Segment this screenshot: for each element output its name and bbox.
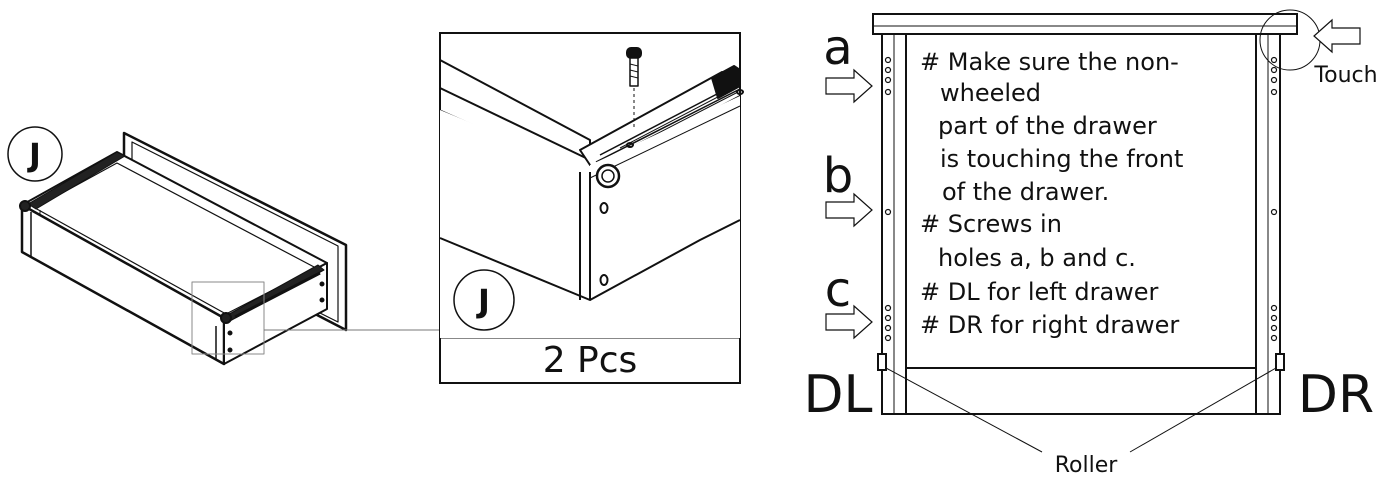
note-line: is touching the front (940, 145, 1183, 173)
note-line: of the drawer. (942, 178, 1109, 206)
part-label-detail: J (476, 282, 490, 320)
note-line: holes a, b and c. (938, 244, 1136, 272)
front-view (872, 9, 1321, 453)
drawer-isometric-view (19, 131, 440, 366)
arrows (825, 18, 1361, 340)
part-label-left: J (27, 136, 41, 174)
instruction-notes: # Make sure the non- wheeled part of the… (920, 48, 1183, 339)
part-j-marker-detail: J (453, 269, 515, 331)
arrow-c (825, 304, 873, 340)
arrow-b (825, 192, 873, 228)
note-line: # DR for right drawer (920, 311, 1179, 339)
note-line: wheeled (940, 79, 1041, 107)
right-drawer-tag: DR (1298, 365, 1374, 425)
arrow-a (825, 68, 873, 104)
roller-label: Roller (1055, 453, 1119, 478)
hole-label-a: a (823, 20, 852, 76)
arrow-touch (1313, 18, 1361, 54)
hole-label-c: c (825, 262, 851, 318)
note-line: # DL for left drawer (920, 278, 1159, 306)
note-line: # Make sure the non- (920, 48, 1179, 76)
left-drawer-tag: DL (803, 365, 872, 425)
quantity-label: 2 Pcs (543, 340, 638, 381)
hole-label-b: b (823, 148, 853, 204)
touch-label: Touch (1313, 63, 1377, 88)
note-line: part of the drawer (938, 112, 1157, 140)
note-line: # Screws in (920, 210, 1062, 238)
part-j-marker-left: J (7, 126, 63, 182)
